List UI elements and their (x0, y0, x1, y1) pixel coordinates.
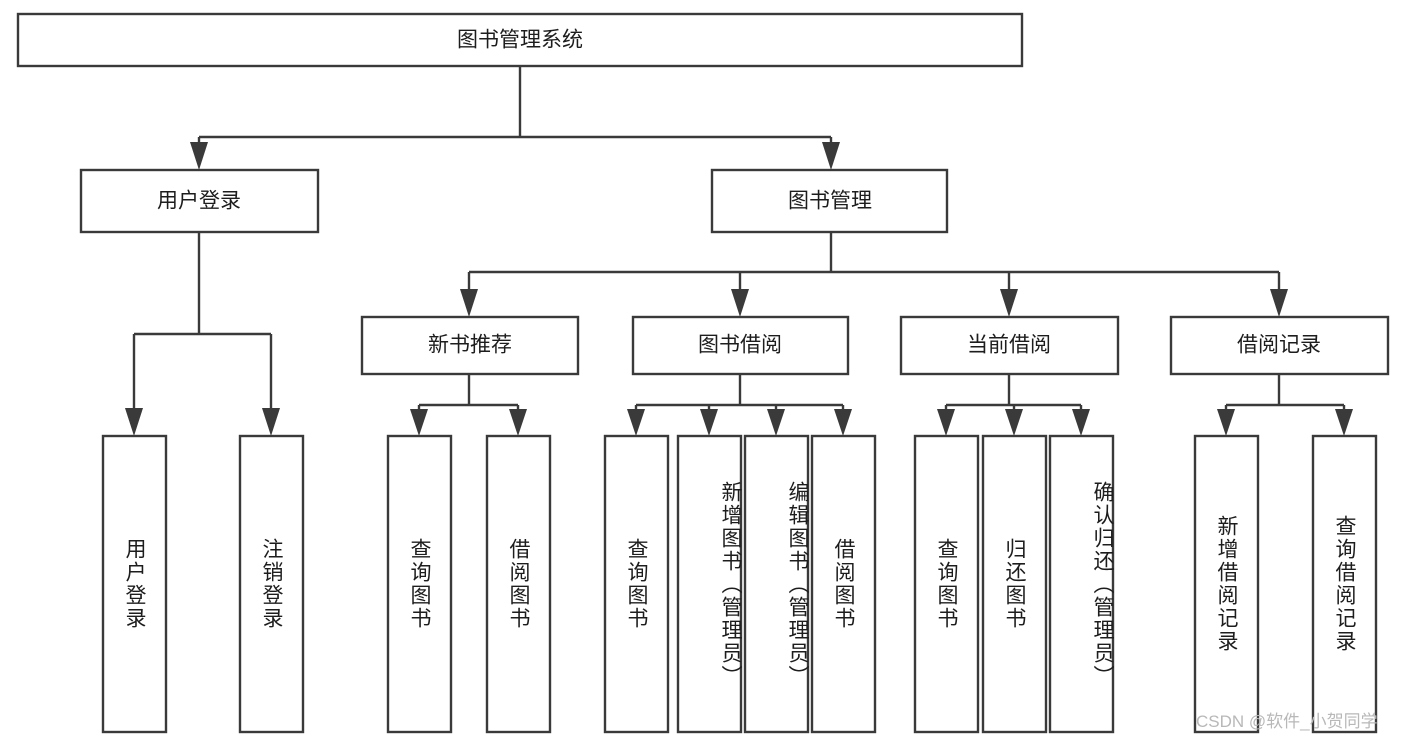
arrow-head-leaf-logout-login (262, 408, 280, 436)
node-leaf-borrow-book-rect[interactable] (810, 434, 877, 734)
arrow-head-leaf-query-book-current (937, 409, 955, 436)
arrow-head-new-book-recommend (460, 289, 478, 317)
node-user-login-rect[interactable] (79, 168, 320, 234)
arrow-head-leaf-confirm-return-admin (1072, 409, 1090, 436)
node-root-label: 图书管理系统 (457, 29, 583, 52)
node-leaf-add-book-admin-rect[interactable] (676, 434, 743, 734)
node-leaf-logout-login-rect[interactable] (238, 434, 305, 734)
node-book-borrow-rect[interactable] (631, 315, 850, 376)
node-borrow-record-rect[interactable] (1169, 315, 1390, 376)
arrow-head-leaf-borrow-book (834, 409, 852, 436)
arrow-head-user-login (190, 142, 208, 170)
arrow-head-leaf-add-book-admin (700, 409, 718, 436)
node-leaf-return-book-rect[interactable] (981, 434, 1048, 734)
arrow-head-leaf-query-book-recommend (410, 409, 428, 436)
arrow-head-borrow-record (1270, 289, 1288, 317)
arrow-head-book-borrow (731, 289, 749, 317)
node-borrow-record-label: 借阅记录 (1237, 334, 1321, 357)
node-new-book-recommend-label: 新书推荐 (428, 334, 512, 357)
node-leaf-edit-book-admin-rect[interactable] (743, 434, 810, 734)
node-book-borrow[interactable]: 图书借阅 (631, 315, 850, 376)
node-leaf-query-book-current-rect[interactable] (913, 434, 980, 734)
node-root-rect[interactable] (16, 12, 1024, 68)
arrow-head-book-management (822, 142, 840, 170)
arrow-head-leaf-edit-book-admin (767, 409, 785, 436)
arrow-head-current-borrow (1000, 289, 1018, 317)
node-leaf-query-book-borrow-rect[interactable] (603, 434, 670, 734)
node-book-borrow-label: 图书借阅 (698, 334, 782, 357)
arrow-head-leaf-user-login (125, 408, 143, 436)
node-current-borrow-label: 当前借阅 (967, 334, 1051, 357)
node-book-management-label: 图书管理 (788, 190, 872, 213)
arrow-head-leaf-return-book (1005, 409, 1023, 436)
arrow-head-leaf-borrow-book-recommend (509, 409, 527, 436)
node-leaf-query-borrow-record-rect[interactable] (1311, 434, 1378, 734)
node-leaf-user-login-rect[interactable] (101, 434, 168, 734)
node-leaf-query-book-recommend-rect[interactable] (386, 434, 453, 734)
arrow-head-leaf-add-borrow-record (1217, 409, 1235, 436)
node-current-borrow-rect[interactable] (899, 315, 1120, 376)
node-user-login-label: 用户登录 (157, 190, 241, 213)
node-user-login[interactable]: 用户登录 (79, 168, 320, 234)
node-borrow-record[interactable]: 借阅记录 (1169, 315, 1390, 376)
node-root[interactable]: 图书管理系统 (16, 12, 1024, 68)
node-book-management[interactable]: 图书管理 (710, 168, 949, 234)
node-leaf-add-borrow-record-rect[interactable] (1193, 434, 1260, 734)
arrow-head-leaf-query-book-borrow (627, 409, 645, 436)
node-book-management-rect[interactable] (710, 168, 949, 234)
node-new-book-recommend-rect[interactable] (360, 315, 580, 376)
arrow-head-leaf-query-borrow-record (1335, 409, 1353, 436)
node-new-book-recommend[interactable]: 新书推荐 (360, 315, 580, 376)
node-layer: 图书管理系统 用户登录 图书管理 新书推荐 图书借阅 (16, 12, 1390, 734)
csdn-watermark: CSDN @软件_小贺同学 (1196, 712, 1378, 731)
node-leaf-borrow-book-recommend-rect[interactable] (485, 434, 552, 734)
node-leaf-confirm-return-admin-rect[interactable] (1048, 434, 1115, 734)
node-current-borrow[interactable]: 当前借阅 (899, 315, 1120, 376)
connector-layer (125, 66, 1353, 436)
